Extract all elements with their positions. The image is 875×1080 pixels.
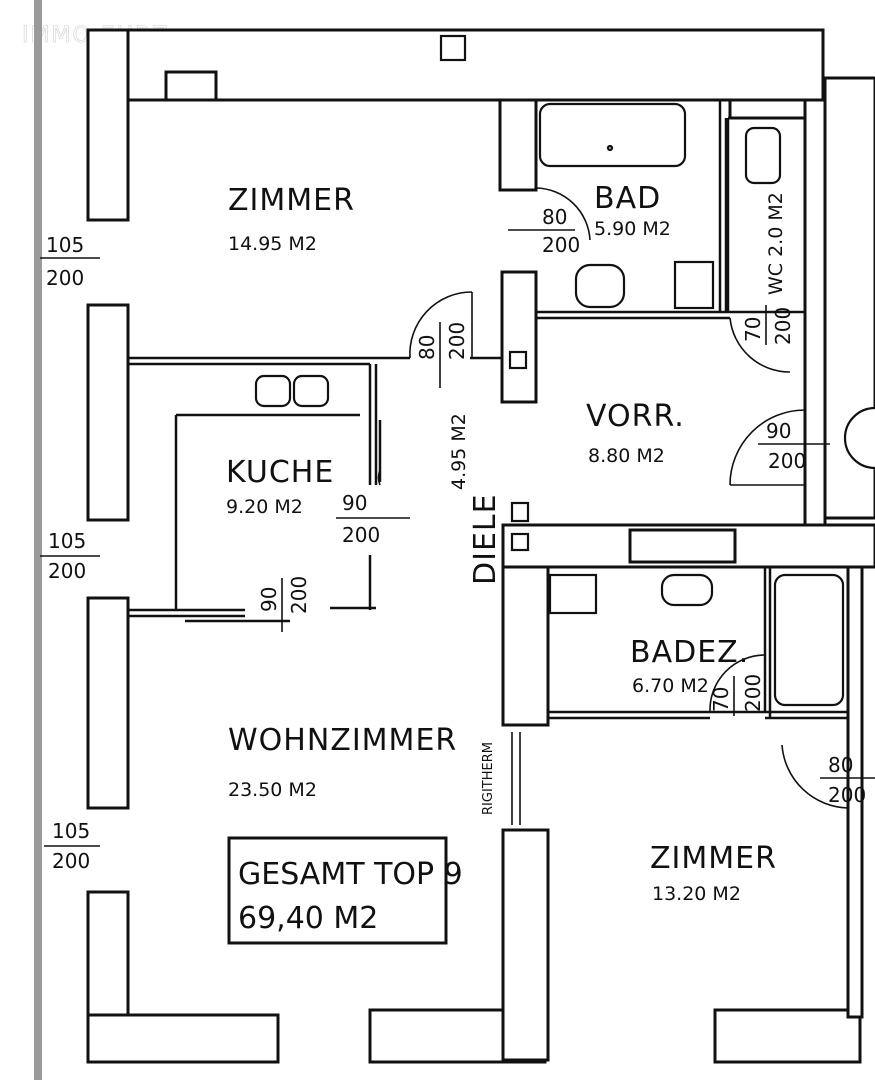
dim-door-kueche-diele-width: 90 [342, 491, 367, 515]
shaft-3 [510, 501, 530, 523]
dim-door-kueche-wohn-width: 90 [257, 587, 281, 612]
dim-door-wc-height: 200 [771, 307, 795, 345]
room-area-diele: 4.95 M2 [448, 413, 470, 490]
shaft-4 [510, 532, 530, 552]
dim-door-kueche-diele-height: 200 [342, 523, 380, 547]
dim-door-zimmer2-height: 200 [828, 783, 866, 807]
room-name-zimmer2: ZIMMER [650, 841, 777, 876]
room-name-wc: WC 2.0 M2 [765, 192, 787, 295]
dim-door-zimmer1-height: 200 [445, 322, 469, 360]
dim-window-bottom-width: 105 [52, 819, 90, 843]
room-name-bad: BAD [594, 181, 661, 216]
room-area-zimmer2: 13.20 M2 [652, 883, 741, 905]
partitions [128, 100, 848, 825]
facade-strip [34, 0, 42, 1080]
washer-badez [548, 573, 598, 615]
dim-door-kueche-wohn-height: 200 [287, 576, 311, 614]
room-name-kueche: KUCHE [226, 455, 334, 490]
stove [254, 374, 292, 408]
room-name-zimmer1: ZIMMER [228, 183, 355, 218]
room-area-badez: 6.70 M2 [632, 675, 709, 697]
toilet-bad [673, 260, 715, 310]
room-name-diele: DIELE [468, 493, 503, 585]
dim-door-bad-height: 200 [542, 233, 580, 257]
room-area-kueche: 9.20 M2 [226, 496, 303, 518]
room-labels: ZIMMER 14.95 M2 BAD 5.90 M2 WC 2.0 M2 KU… [226, 181, 787, 905]
room-area-vorraum: 8.80 M2 [588, 445, 665, 467]
dim-door-zimmer1-width: 80 [415, 335, 439, 360]
total-area: 69,40 M2 [238, 901, 378, 936]
dim-door-zimmer2-width: 80 [828, 753, 853, 777]
dimension-labels: 105 200 105 200 105 200 80 200 80 200 70… [40, 205, 875, 873]
room-area-zimmer1: 14.95 M2 [228, 233, 317, 255]
bathtub-bad [538, 102, 687, 168]
stove-2 [292, 374, 330, 408]
dim-door-vorr-height: 200 [768, 449, 806, 473]
dim-door-badez-width: 70 [709, 687, 733, 712]
room-name-wohnzimmer: WOHNZIMMER [228, 723, 457, 758]
dim-window-top-height: 200 [46, 266, 84, 290]
sink-bad [574, 263, 626, 309]
walls [86, 28, 875, 1064]
shaft-1 [439, 34, 467, 62]
shaft-2 [508, 350, 528, 370]
room-area-wohnzimmer: 23.50 M2 [228, 779, 317, 801]
dim-window-mid-height: 200 [48, 559, 86, 583]
dim-door-badez-height: 200 [741, 674, 765, 712]
dim-window-bottom-height: 200 [52, 849, 90, 873]
dim-door-wc-width: 70 [741, 317, 765, 342]
sink-badez [660, 573, 714, 607]
dim-door-bad-width: 80 [542, 205, 567, 229]
fixtures [254, 34, 875, 707]
bathtub-badez [773, 573, 845, 707]
dim-window-top-width: 105 [46, 233, 84, 257]
room-name-badez: BADEZ. [630, 635, 749, 670]
room-name-vorraum: VORR. [586, 399, 685, 434]
dim-door-vorr-width: 90 [766, 419, 791, 443]
wall-note-rigitherm: RIGITHERM [481, 742, 496, 815]
door-swings [377, 187, 849, 809]
total-area-box: GESAMT TOP 9 69,40 M2 [227, 836, 463, 945]
round-fixture [843, 406, 875, 470]
total-title: GESAMT TOP 9 [238, 857, 463, 892]
room-area-bad: 5.90 M2 [594, 218, 671, 240]
toilet-wc [744, 126, 782, 185]
dim-window-mid-width: 105 [48, 529, 86, 553]
